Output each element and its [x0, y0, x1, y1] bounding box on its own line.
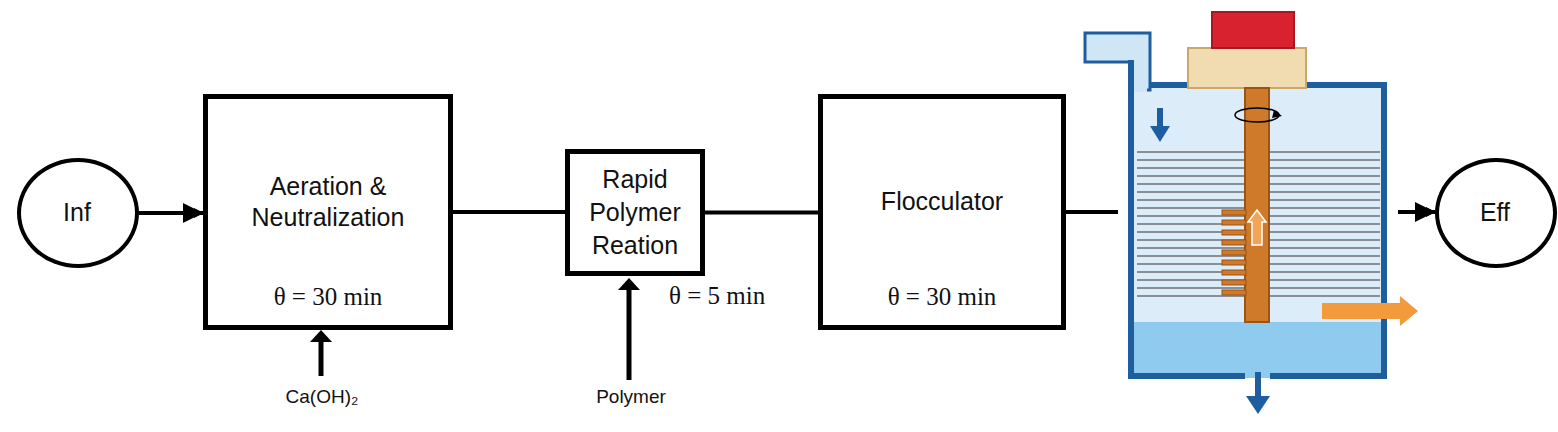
flow-connector	[453, 210, 565, 214]
terminal-circle: Eff	[1435, 158, 1557, 268]
arrowhead	[183, 203, 203, 223]
process-name: Aeration & Neutralization	[208, 171, 448, 234]
chemical-label: Ca(OH)₂	[284, 386, 361, 408]
process-name: Flocculator	[823, 186, 1061, 217]
retention-time: θ = 30 min	[823, 283, 1061, 311]
arrowhead	[1415, 202, 1435, 222]
flow-connector	[705, 211, 818, 215]
dose-arrow	[627, 286, 632, 380]
dose-arrow	[319, 338, 324, 376]
retention-time: θ = 5 min	[666, 282, 768, 310]
process-box: Flocculator θ = 30 min	[818, 94, 1066, 330]
process-box: Aeration & Neutralization θ = 30 min	[203, 94, 453, 330]
process-box: Rapid Polymer Reationθ = 5 min	[565, 149, 705, 276]
process-name: Inf	[21, 197, 133, 228]
retention-time: θ = 30 min	[208, 283, 448, 311]
process-name: Rapid Polymer Reation	[570, 163, 700, 262]
dose-arrowhead	[618, 278, 640, 290]
dose-arrowhead	[310, 330, 332, 342]
chemical-label: Polymer	[594, 386, 668, 408]
terminal-circle: Inf	[17, 158, 139, 268]
clarifier	[1085, 12, 1418, 414]
process-name: Eff	[1439, 197, 1551, 228]
